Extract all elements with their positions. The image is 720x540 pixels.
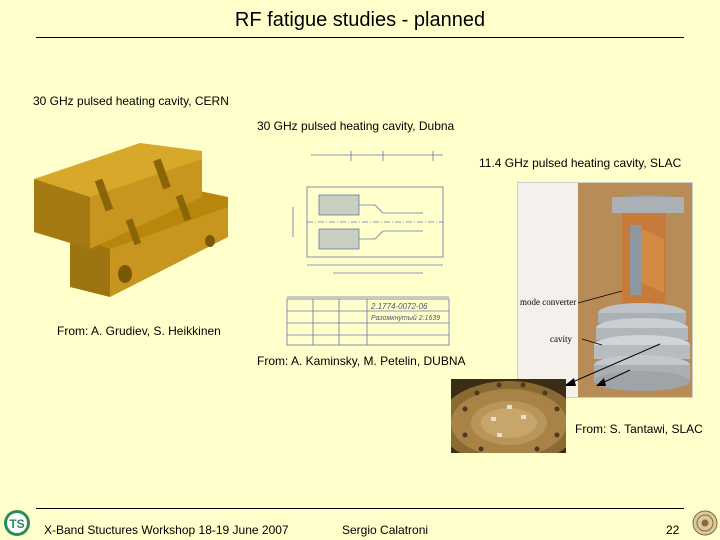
footer-divider [36,508,684,509]
pointer-arrows [560,340,670,390]
caption-dubna: 30 GHz pulsed heating cavity, Dubna [257,119,455,133]
mode-converter-label: mode converter [520,297,577,307]
footer-event: X-Band Stuctures Workshop 18-19 June 200… [44,523,289,537]
cern-cavity-render [30,137,230,305]
flange-photo [451,379,566,453]
caption-slac: 11.4 GHz pulsed heating cavity, SLAC [479,156,682,170]
drawing-title-block: Разомкнутый 2.1639 [371,315,441,322]
title-divider [36,37,684,38]
credit-slac: From: S. Tantawi, SLAC [575,422,703,436]
ts-logo-text: TS [9,517,24,531]
footer-author: Sergio Calatroni [342,523,429,537]
caption-cern: 30 GHz pulsed heating cavity, CERN [33,94,229,108]
ts-logo: TS [3,509,31,537]
drawing-stamp: 2.1774-0072-06 [371,302,428,311]
institution-seal-icon [692,510,718,536]
footer-page-number: 22 [666,523,680,537]
cavity-label: cavity [550,334,572,344]
dubna-technical-drawing: 2.1774-0072-06 Разомкнутый 2.1639 [283,147,451,347]
credit-dubna: From: A. Kaminsky, M. Petelin, DUBNA [257,354,466,368]
slide-title: RF fatigue studies - planned [234,9,486,31]
credit-cern: From: A. Grudiev, S. Heikkinen [57,324,221,338]
slac-cavity-photo: mode converter cavity [517,182,693,398]
